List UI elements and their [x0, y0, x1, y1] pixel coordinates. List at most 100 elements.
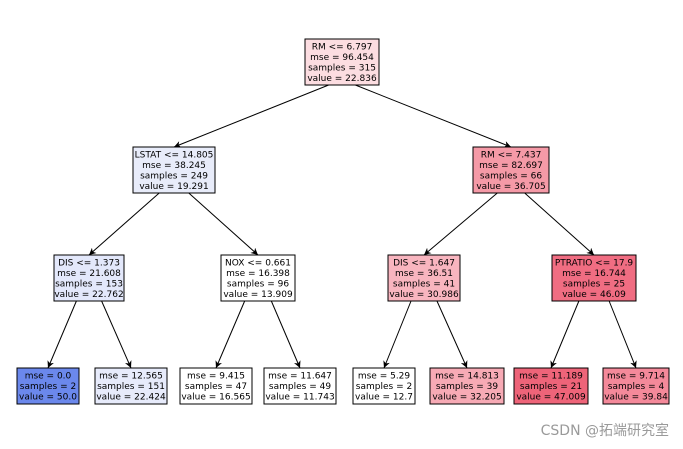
node-line: value = 12.7 [355, 393, 413, 403]
node-line: mse = 82.697 [479, 161, 543, 171]
node-line: samples = 49 [269, 382, 331, 392]
node-line: RM <= 7.437 [481, 150, 542, 160]
node-line: samples = 96 [227, 279, 289, 289]
tree-edge [383, 300, 412, 369]
node-line: mse = 9.714 [607, 372, 665, 382]
node-box [602, 367, 670, 405]
tree-edge [270, 300, 301, 369]
node-line: value = 11.743 [265, 393, 334, 403]
node-line: mse = 11.647 [268, 372, 332, 382]
node-line: value = 22.836 [307, 74, 377, 84]
node-line: samples = 4 [608, 382, 665, 392]
node-box [304, 38, 380, 86]
node-line: value = 16.565 [181, 393, 250, 403]
node-line: mse = 16.744 [562, 269, 626, 279]
node-line: DIS <= 1.647 [393, 258, 455, 268]
node-line: value = 30.986 [389, 290, 459, 300]
node-line: DIS <= 1.373 [58, 258, 120, 268]
node-line: value = 19.291 [139, 182, 208, 192]
node-line: value = 22.762 [54, 290, 123, 300]
node-box [551, 254, 637, 302]
node-line: mse = 36.51 [395, 269, 453, 279]
node-line: mse = 5.29 [358, 372, 411, 382]
node-box [179, 367, 253, 405]
node-box [513, 367, 589, 405]
node-line: PTRATIO <= 17.9 [555, 258, 634, 268]
tree-edge [524, 192, 595, 256]
node-line: samples = 39 [436, 382, 498, 392]
node-line: mse = 12.565 [99, 372, 163, 382]
node-line: LSTAT <= 14.805 [135, 150, 214, 160]
tree-edge [101, 300, 132, 369]
tree-edge [47, 300, 77, 369]
tree-edge [88, 192, 160, 256]
node-line: samples = 2 [356, 382, 412, 392]
watermark-text: CSDN @拓端研究室 [540, 423, 669, 439]
node-line: value = 32.205 [432, 393, 501, 403]
node-line: value = 13.909 [223, 290, 293, 300]
node-box [352, 367, 416, 405]
node-line: samples = 21 [520, 382, 582, 392]
node-line: mse = 21.608 [57, 269, 121, 279]
node-line: mse = 16.398 [226, 269, 290, 279]
tree-edge [355, 84, 512, 148]
node-line: samples = 66 [480, 171, 542, 181]
tree-edge [436, 300, 468, 369]
node-box [472, 146, 550, 194]
tree-edge [188, 192, 259, 256]
node-line: value = 50.0 [19, 393, 77, 403]
tree-edges [47, 84, 637, 369]
node-line: samples = 153 [55, 279, 123, 289]
node-line: samples = 249 [140, 171, 208, 181]
node-box [53, 254, 125, 302]
node-line: mse = 14.813 [435, 372, 499, 382]
node-line: mse = 38.245 [142, 161, 206, 171]
node-line: mse = 9.415 [187, 372, 245, 382]
node-line: mse = 11.189 [519, 372, 583, 382]
node-line: NOX <= 0.661 [225, 258, 291, 268]
node-line: value = 46.09 [562, 290, 626, 300]
node-line: samples = 151 [97, 382, 165, 392]
node-line: value = 36.705 [476, 182, 545, 192]
node-line: samples = 315 [308, 63, 376, 73]
node-line: value = 39.84 [604, 393, 668, 403]
node-box [16, 367, 80, 405]
node-line: mse = 96.454 [310, 53, 374, 63]
node-line: samples = 47 [185, 382, 247, 392]
node-line: samples = 25 [563, 279, 625, 289]
node-line: samples = 41 [393, 279, 455, 289]
node-box [263, 367, 337, 405]
tree-edge [173, 84, 329, 148]
node-box [387, 254, 461, 302]
node-line: mse = 0.0 [25, 372, 72, 382]
node-line: value = 47.009 [516, 393, 586, 403]
tree-edge [550, 300, 580, 369]
node-line: RM <= 6.797 [312, 42, 373, 52]
tree-edge [215, 300, 246, 369]
tree-edge [423, 192, 498, 256]
node-box [429, 367, 505, 405]
node-box [220, 254, 296, 302]
node-box [132, 146, 216, 194]
tree-edge [608, 300, 637, 369]
node-line: samples = 2 [20, 382, 76, 392]
node-line: value = 22.424 [96, 393, 166, 403]
node-box [94, 367, 168, 405]
